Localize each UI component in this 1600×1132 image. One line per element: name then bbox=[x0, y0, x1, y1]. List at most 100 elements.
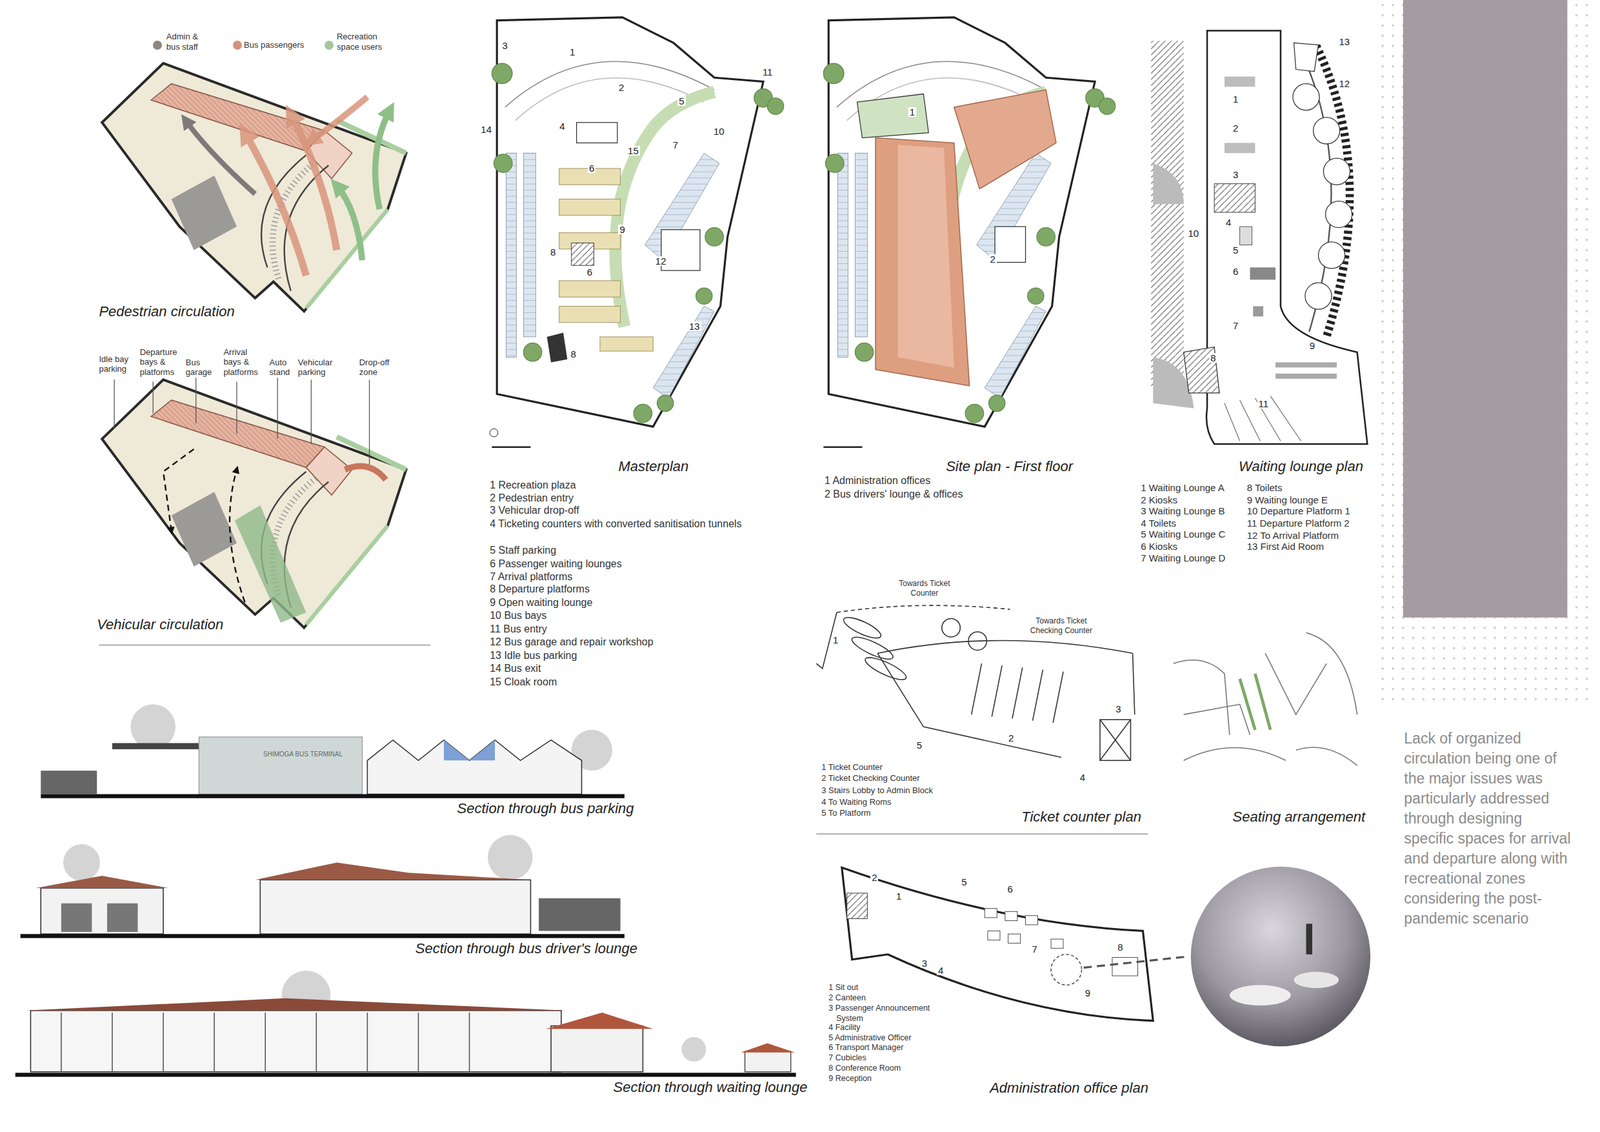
section-waiting-lounge-part bbox=[550, 1025, 643, 1072]
first-floor-site-plan bbox=[823, 17, 1115, 448]
callout-number: 1 bbox=[1231, 94, 1240, 104]
vehicular-axonometric-part bbox=[234, 505, 307, 623]
callout-number: 6 bbox=[587, 163, 596, 173]
administration-office-drawing-part bbox=[1229, 984, 1291, 1006]
waiting-lounge-drawing-part bbox=[1206, 30, 1368, 444]
key-list-item: 7 Cubicles bbox=[828, 1052, 959, 1064]
ticket-counter-drawing-part bbox=[1132, 652, 1135, 715]
first-floor-site-plan-part bbox=[823, 446, 862, 448]
callout-number: 6 bbox=[1231, 266, 1240, 277]
ticket-counter-drawing-part bbox=[1012, 667, 1023, 719]
section-bus-parking-part bbox=[40, 770, 97, 794]
waiting-lounge-drawing-part bbox=[1250, 267, 1277, 280]
waiting-lounge-drawing-part-part bbox=[1270, 396, 1301, 442]
masterplan-drawing-part-part bbox=[559, 198, 621, 215]
section-waiting-lounge-part bbox=[740, 1042, 795, 1052]
ticket-counter-drawing-part bbox=[991, 665, 1002, 717]
callout-number: 3 bbox=[1114, 703, 1122, 714]
callout-number: 8 bbox=[1209, 352, 1217, 363]
key-list-item: 4 Facility bbox=[828, 1022, 959, 1033]
first-floor-site-plan-part bbox=[994, 226, 1026, 262]
key-list-item: 7 Waiting Lounge D bbox=[1140, 552, 1259, 564]
section-drivers-lounge-part bbox=[63, 843, 100, 881]
legend-swatch bbox=[324, 40, 334, 50]
callout-number: 7 bbox=[1231, 320, 1240, 331]
administration-office-drawing-part bbox=[841, 867, 1153, 1020]
callout-number: 9 bbox=[1308, 340, 1317, 351]
callout-number: 9 bbox=[1083, 987, 1092, 998]
administration-office-drawing-part bbox=[1083, 956, 1190, 968]
waiting-lounge-drawing-part bbox=[1292, 83, 1353, 310]
seating-sketch-part bbox=[1254, 673, 1271, 730]
key-list-item: 5 Administrative Officer bbox=[828, 1032, 959, 1044]
callout-number: 9 bbox=[618, 224, 626, 235]
waiting-lounge-drawing-part bbox=[1152, 163, 1184, 204]
waiting-lounge-drawing-part bbox=[1252, 305, 1264, 317]
section-waiting-lounge-part-part bbox=[162, 1012, 164, 1072]
administration-office-drawing-part bbox=[1190, 866, 1371, 1046]
waiting-lounge-drawing-part-part bbox=[1325, 201, 1353, 228]
key-list-item: 5 To Platform bbox=[821, 807, 975, 819]
callout-number: 2 bbox=[1007, 732, 1015, 743]
callout-number: 4 bbox=[936, 965, 945, 975]
direction-label: Towards Ticket Counter bbox=[892, 578, 957, 599]
key-list-item: 13 First Aid Room bbox=[1247, 540, 1390, 553]
masterplan-drawing-part bbox=[571, 242, 595, 266]
key-list-item: 1 Recreation plaza bbox=[489, 478, 773, 492]
view-title: Administration office plan bbox=[989, 1079, 1149, 1096]
description-note: Lack of organized circulation being one … bbox=[1403, 728, 1574, 929]
section-bus-parking-part bbox=[367, 740, 582, 795]
ticket-counter-drawing-part bbox=[941, 618, 960, 637]
section-bus-parking-part bbox=[443, 740, 495, 761]
section-bus-parking bbox=[40, 703, 625, 796]
seating-sketch-part bbox=[1305, 632, 1357, 715]
masterplan-drawing-part-part bbox=[600, 336, 653, 351]
view-title: Masterplan bbox=[618, 458, 689, 475]
seating-sketch-part bbox=[1265, 652, 1327, 715]
callout-number: 2 bbox=[870, 872, 879, 882]
callout-number: 5 bbox=[915, 740, 924, 750]
key-list-item: 11 Bus entry bbox=[489, 622, 773, 636]
seating-sketch-part bbox=[1183, 747, 1286, 761]
callout-number: 5 bbox=[960, 876, 968, 887]
pedestrian-axonometric-part bbox=[245, 132, 307, 276]
section-waiting-lounge-part-part bbox=[469, 1012, 471, 1072]
callout-number: 13 bbox=[687, 321, 702, 331]
legend-swatch bbox=[152, 40, 162, 50]
key-list-item: 4 Toilets bbox=[1140, 517, 1259, 530]
waiting-lounge-drawing-part-part bbox=[1313, 117, 1340, 144]
masterplan-drawing-part bbox=[576, 122, 618, 144]
view-title: Section through waiting lounge bbox=[613, 1078, 808, 1095]
dot-grid-part bbox=[1403, 0, 1568, 618]
callout-number: 11 bbox=[1257, 398, 1271, 409]
key-list-item: 9 Open waiting lounge bbox=[489, 596, 773, 610]
view-title: Section through bus driver's lounge bbox=[415, 940, 638, 957]
section-drivers-lounge-part bbox=[20, 933, 625, 938]
administration-office-drawing-part bbox=[1050, 954, 1082, 985]
pedestrian-axonometric-part bbox=[310, 96, 368, 141]
first-floor-site-plan-part bbox=[875, 138, 970, 386]
callout-number: 2 bbox=[1231, 123, 1240, 133]
waiting-lounge-drawing-part bbox=[1294, 42, 1319, 71]
zone-label: Vehicular parking bbox=[298, 357, 339, 378]
key-list-item: 1 Administration offices bbox=[824, 474, 1048, 488]
callout-number: 3 bbox=[1231, 169, 1240, 180]
key-list-item: 2 Canteen bbox=[828, 992, 959, 1004]
waiting-lounge-drawing-part bbox=[1224, 142, 1255, 153]
callout-number: 6 bbox=[1005, 883, 1014, 894]
first-floor-site-plan-part bbox=[823, 17, 1115, 427]
seating-sketch bbox=[1173, 632, 1358, 766]
pedestrian-axonometric-part bbox=[185, 120, 256, 195]
callout-number: 8 bbox=[569, 349, 578, 359]
divider-line bbox=[98, 644, 431, 646]
zone-label: Drop-off zone bbox=[359, 357, 397, 378]
key-list-item: 3 Vehicular drop-off bbox=[489, 503, 773, 517]
key-list-item: 1 Waiting Lounge A bbox=[1140, 481, 1259, 494]
ticket-counter-drawing-part bbox=[968, 631, 987, 650]
key-list-item: 2 Kiosks bbox=[1140, 494, 1259, 506]
vehicular-axonometric-part bbox=[229, 469, 246, 603]
key-list-item: 8 Toilets bbox=[1247, 481, 1390, 494]
callout-number: 8 bbox=[549, 247, 557, 257]
zone-label: Departure bays & platforms bbox=[140, 347, 183, 378]
masterplan-drawing-part bbox=[491, 17, 784, 427]
